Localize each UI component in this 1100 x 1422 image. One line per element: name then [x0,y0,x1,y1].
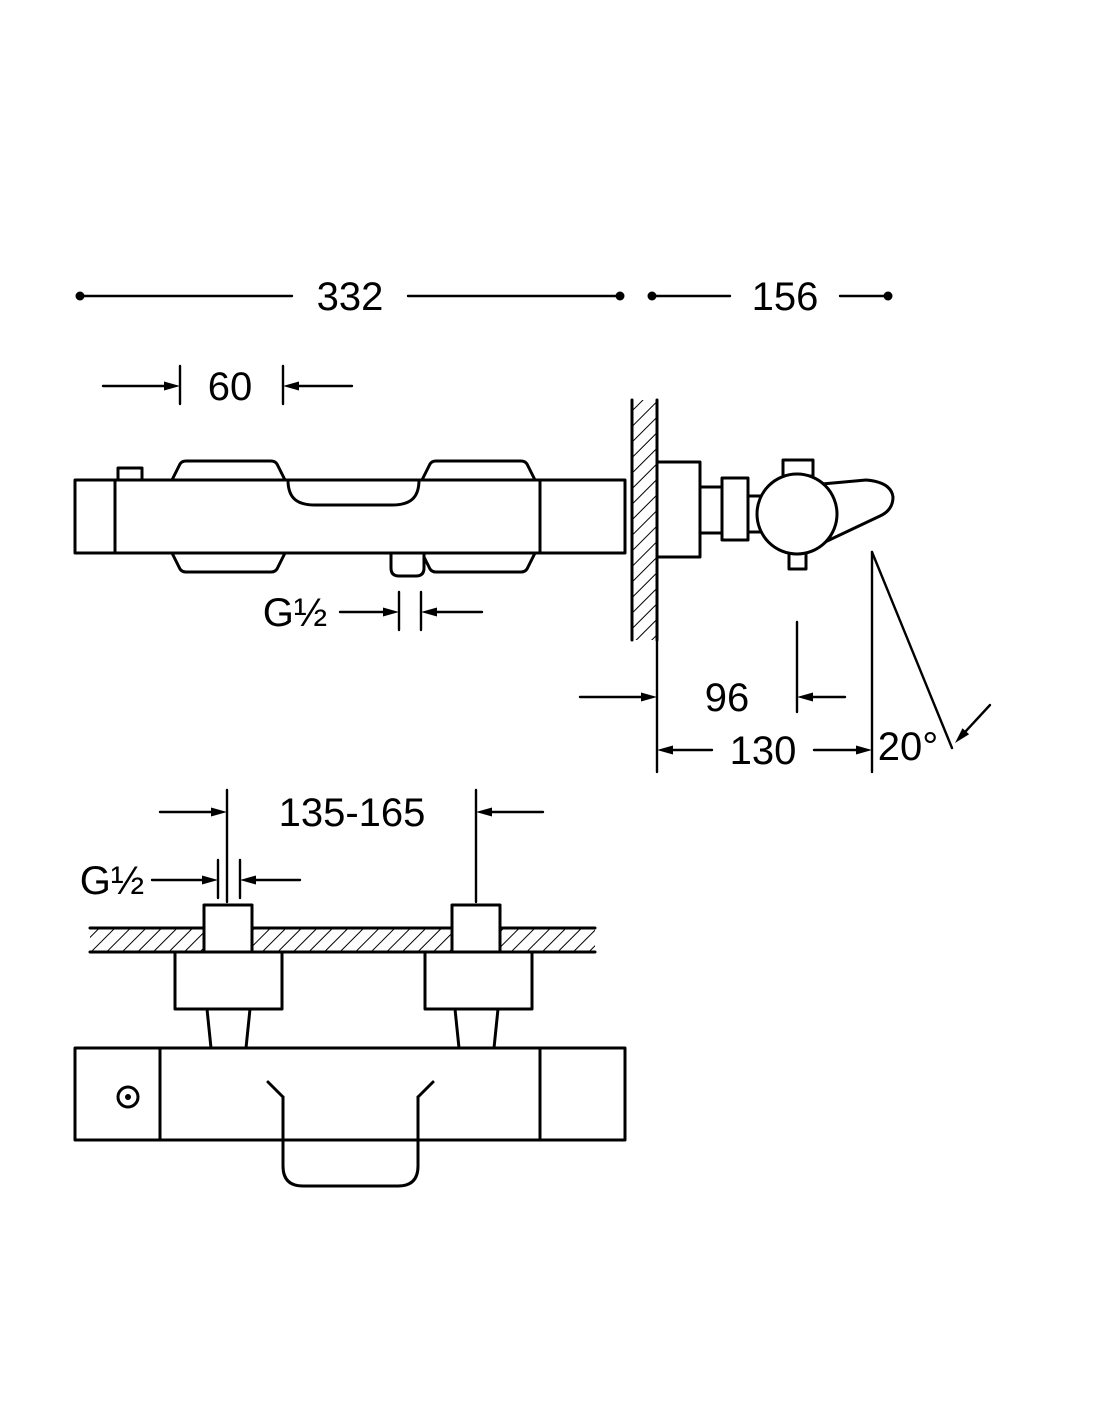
wall-hatching [632,400,657,640]
spout-chamfer-right [416,1080,435,1099]
dim-text-cartridge-width: 60 [208,365,253,409]
side-view [630,398,895,642]
wall-escutcheon-right [423,950,534,1011]
dim-projection-depth: 156 [647,275,893,319]
dim-wall-to-handle: 96 [578,620,847,774]
dim-text-projection-depth: 156 [752,275,819,319]
arrow-right-icon [211,807,227,817]
body-step-2 [720,476,750,542]
dim-text-wall-to-handle: 96 [705,676,750,720]
arrow-right-icon [202,875,218,885]
dim-text-inlet-distance: 135-165 [279,791,426,835]
wall-escutcheon-side [655,460,702,559]
temperature-button-outline [116,1085,140,1109]
dim-inlet-distance: 135-165 [158,788,545,904]
dim-text-spout-angle: 20° [878,725,939,769]
escutcheon-bottom-left [170,551,287,574]
spout-profile [820,478,895,544]
connector-stem-right [453,1007,500,1050]
top-button [116,466,144,482]
arrow-right-icon [383,607,399,617]
front-view [73,459,627,578]
arrow-right-icon [641,692,657,702]
dim-endpoint-dot [647,291,657,301]
angle-slant-line [870,550,954,750]
temperature-button-dot [125,1094,131,1100]
escutcheon-top-left [170,459,287,482]
dim-endpoint-dot [615,291,625,301]
dim-text-inlet-thread: G½ [80,859,144,903]
wall-escutcheon-left [173,950,284,1011]
arrow-left-icon [240,875,256,885]
arrow-left-icon [421,607,437,617]
arrow-right-icon [856,745,872,755]
arrow-left-icon [797,692,813,702]
spout-fill [822,480,893,542]
dim-endpoint-dot [883,291,893,301]
handle-knob [755,472,839,556]
dim-text-outlet-thread: G½ [263,591,327,635]
dim-spout-angle: 20° [870,550,992,774]
dim-inlet-thread: G½ [80,858,302,903]
wall-hatching [90,928,595,952]
arrow-left-icon [283,381,299,391]
angle-leader-line [964,703,992,733]
mixer-body [73,478,627,555]
dim-cartridge-width: 60 [101,364,354,409]
dim-outlet-thread: G½ [263,590,484,635]
dim-text-wall-to-spout: 130 [730,729,797,773]
dim-endpoint-dot [75,291,85,301]
dim-overall-width: 332 [75,275,625,319]
tub-spout-housing [281,1095,420,1188]
body-step-1 [698,485,724,535]
inlet-pipe-left [202,903,254,954]
escutcheon-bottom-right [420,551,537,574]
shower-outlet [389,551,426,578]
handle-groove [286,478,421,507]
dim-text-overall-width: 332 [317,275,384,319]
inlet-pipe-right [450,903,502,954]
mixer-body-bottom [73,1046,627,1142]
arrow-left-icon [476,807,492,817]
dim-wall-to-spout: 130 [657,729,872,773]
arrow-left-icon [657,745,673,755]
bottom-view [73,903,627,1188]
connector-stem-left [205,1007,252,1050]
arrow-down-left-icon [955,728,970,743]
arrow-right-icon [164,381,180,391]
spout-chamfer-left [266,1080,285,1099]
escutcheon-top-right [420,459,537,482]
